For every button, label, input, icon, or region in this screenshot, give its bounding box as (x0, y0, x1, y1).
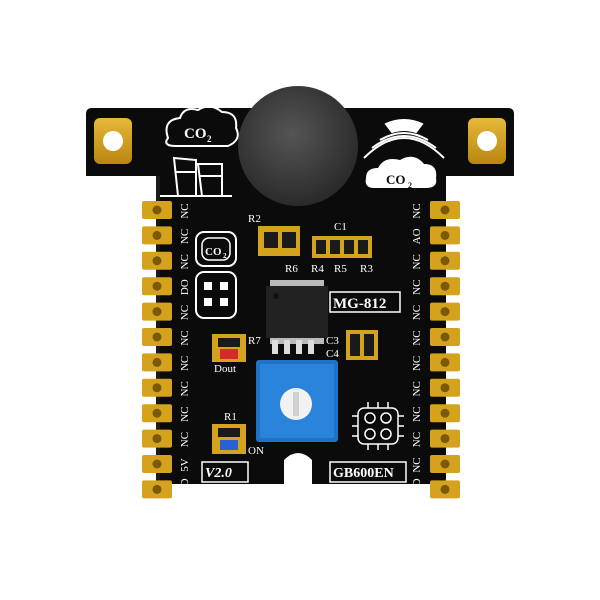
pad-right-12 (430, 480, 460, 499)
smd-r2 (258, 226, 300, 256)
ic-chip (266, 280, 328, 354)
co2-outline-icon (195, 231, 237, 267)
gas-sensor (238, 86, 358, 206)
version-label: V2.0 (205, 466, 232, 481)
left-pin-labels: NC NC NC DO NC NC NC NC NC NC 5V GND (179, 203, 191, 502)
pin-label-left-3: NC (179, 254, 191, 269)
sensing-waves-icon (363, 119, 445, 159)
pad-right-9 (430, 404, 460, 423)
label-r5: R5 (334, 263, 347, 275)
pad-right-4 (430, 277, 460, 296)
bottom-notch (284, 453, 312, 484)
pin-label-left-7: NC (179, 356, 191, 371)
pad-left-11 (142, 455, 172, 473)
pin-label-left-5: NC (179, 305, 191, 320)
cloud-co2-subscript: 2 (408, 181, 412, 190)
pin-label-right-7: NC (411, 356, 423, 371)
pin-label-left-1: NC (179, 203, 191, 218)
label-c1: C1 (334, 221, 347, 233)
power-led (212, 424, 246, 454)
molecule-box (195, 271, 237, 319)
version-label-box (201, 461, 249, 483)
smd-c3-c4 (346, 330, 378, 360)
pad-left-4 (142, 277, 172, 296)
pad-right-10 (430, 429, 460, 448)
potentiometer[interactable] (256, 360, 338, 442)
label-r7: R7 (248, 335, 261, 347)
pin-label-right-1: NC (411, 203, 423, 218)
pin-label-left-6: NC (179, 330, 191, 345)
factory-co2-icon (160, 105, 239, 197)
pin-label-right-3: NC (411, 254, 423, 269)
pin-label-left-12: GND (179, 478, 191, 502)
pin-label-left-10: NC (179, 432, 191, 447)
co2-cloud-icon (365, 156, 437, 188)
pin-label-left-9: NC (179, 407, 191, 422)
pad-left-8 (142, 378, 172, 397)
label-r3: R3 (360, 263, 373, 275)
mounting-hole-right (468, 118, 506, 164)
pad-right-8 (430, 378, 460, 397)
model-label: MG-812 (333, 296, 386, 312)
right-pin-labels: NC AO NC NC NC NC NC NC NC NC NC GND (411, 203, 423, 502)
label-r1: R1 (224, 411, 237, 423)
co2-box-subscript: 2 (223, 252, 227, 260)
pin-label-right-12: GND (411, 478, 423, 502)
pin-label-right-2: AO (411, 228, 423, 244)
board-name-box (329, 461, 407, 483)
label-dout: Dout (214, 363, 236, 375)
pad-left-3 (142, 251, 172, 270)
molecule-icon (204, 282, 228, 306)
pin-label-left-8: NC (179, 381, 191, 396)
pad-right-2 (430, 226, 460, 245)
left-castellated-pads (142, 201, 172, 499)
pin-label-right-4: NC (411, 280, 423, 295)
pin-label-left-4: DO (179, 279, 191, 295)
pin-label-left-11: 5V (179, 458, 191, 472)
pad-left-12 (142, 480, 172, 499)
smd-c1-r3-r5-r4 (312, 236, 372, 258)
pad-right-1 (430, 201, 460, 219)
factory-co2-label: CO (184, 126, 207, 142)
pin-label-right-6: NC (411, 330, 423, 345)
factory-co2-subscript: 2 (207, 134, 212, 144)
pin-label-right-11: NC (411, 457, 423, 472)
sensor-chip-icon (352, 402, 404, 450)
pin-label-left-2: NC (179, 229, 191, 244)
pad-left-6 (142, 328, 172, 346)
label-r6: R6 (285, 263, 298, 275)
pin-label-right-5: NC (411, 305, 423, 320)
pad-right-7 (430, 353, 460, 372)
pad-left-7 (142, 353, 172, 372)
pin-label-right-10: NC (411, 432, 423, 447)
label-r2: R2 (248, 213, 261, 225)
pad-right-3 (430, 251, 460, 270)
pad-left-9 (142, 404, 172, 423)
pad-left-2 (142, 226, 172, 245)
mounting-hole-left (94, 118, 132, 164)
co2-box-label: CO (205, 246, 222, 258)
pad-left-1 (142, 201, 172, 219)
label-c3: C3 (326, 335, 339, 347)
pin-label-right-9: NC (411, 407, 423, 422)
right-castellated-pads (430, 201, 460, 499)
dout-led (212, 334, 246, 362)
board-name: GB600EN (333, 466, 394, 481)
label-r4: R4 (311, 263, 324, 275)
model-label-box (329, 291, 401, 313)
pad-left-5 (142, 302, 172, 321)
pad-left-10 (142, 429, 172, 448)
pad-right-5 (430, 302, 460, 321)
cloud-co2-label: CO (386, 172, 406, 187)
label-on: ON (248, 445, 264, 457)
pad-right-11 (430, 455, 460, 473)
pin-label-right-8: NC (411, 381, 423, 396)
pad-right-6 (430, 328, 460, 346)
label-c4: C4 (326, 348, 339, 360)
